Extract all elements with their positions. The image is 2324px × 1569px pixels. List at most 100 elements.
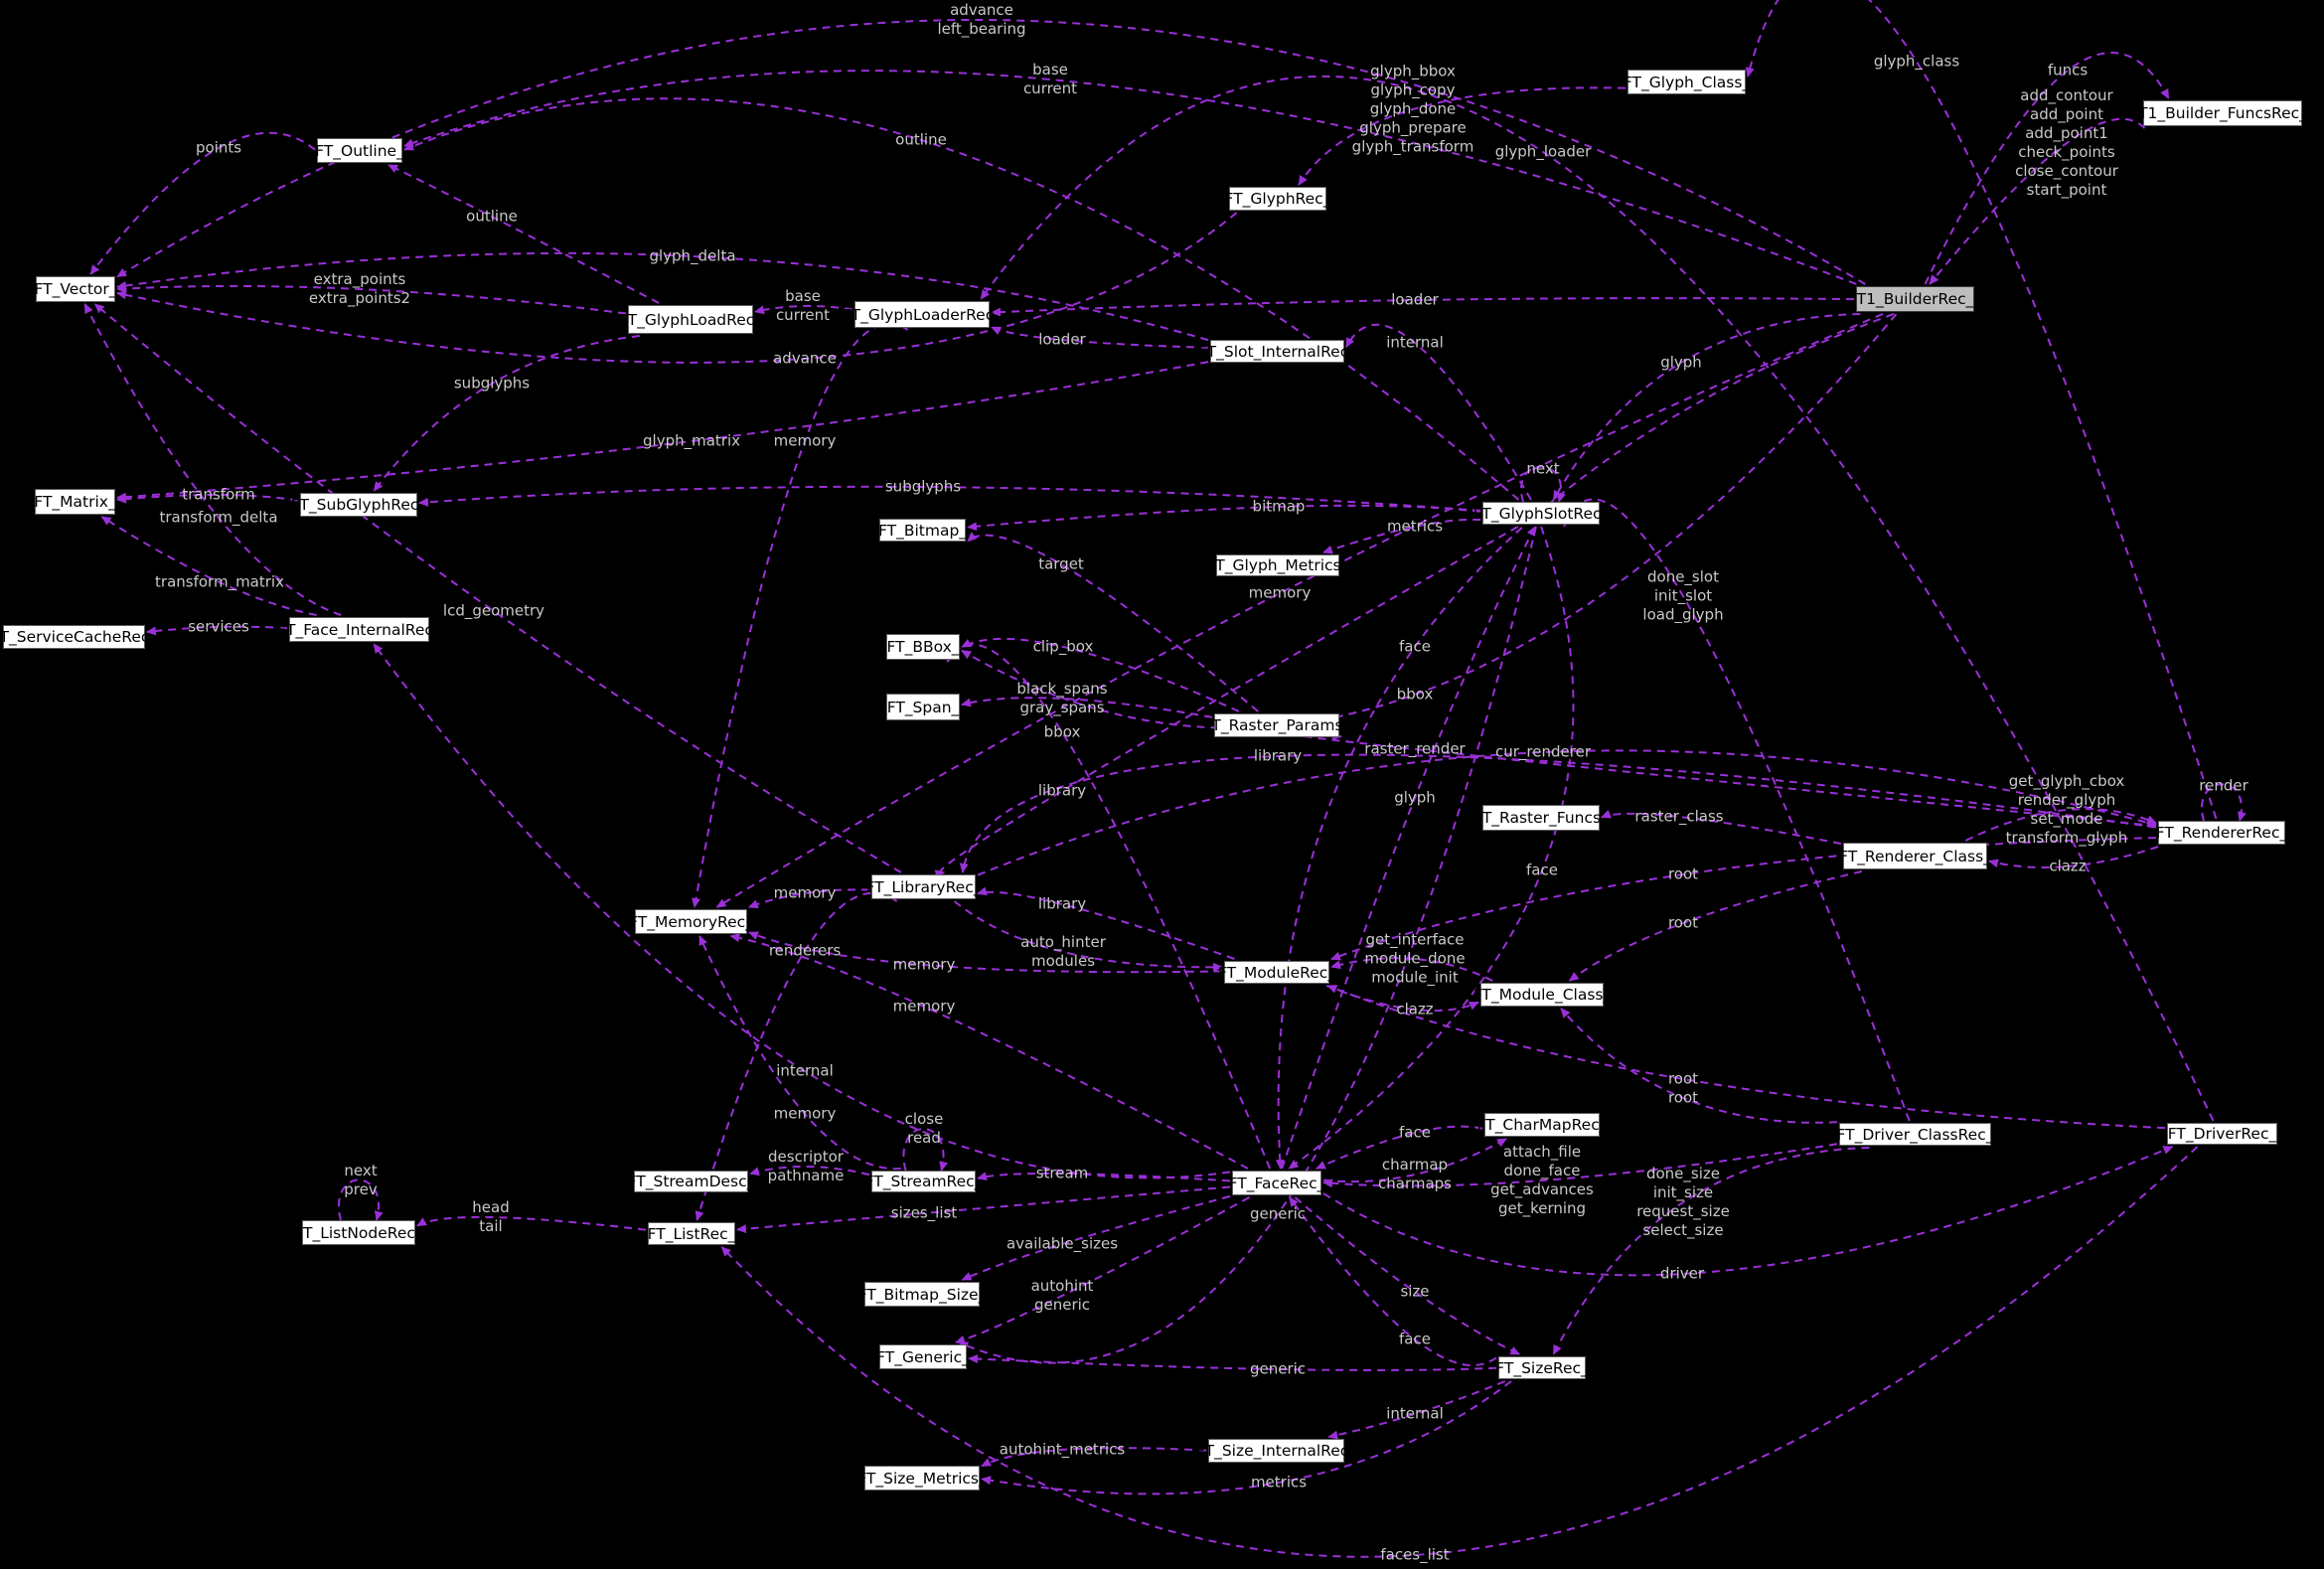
edge-ft_charmaprec-to-ft_facerec: [1315, 1125, 1483, 1170]
edge-ft_outline-to-ft_vector: [89, 131, 316, 275]
node-ft_glyphloaderrec[interactable]: FT_GlyphLoaderRec_: [843, 301, 1002, 328]
edge-ft_subglyphrec-to-ft_matrix: [116, 494, 299, 504]
edge-t1_builderrec-to-ft_glyphloaderrec: [991, 297, 1855, 317]
edge-ft_raster_params-to-ft_span: [961, 697, 1213, 718]
edge-ft_renderer_class-to-ft_raster_funcs: [1601, 810, 1842, 846]
edge-ft_glyph_class-to-ft_glyphrec: [1298, 86, 1627, 186]
edge-t1_builderrec-to-ft_bbox: [961, 313, 1898, 729]
edge-ft_driverrec-to-ft_listrec: [720, 1146, 2199, 1558]
edge-t1_builderrec-to-ft_facerec: [1275, 313, 1895, 1170]
edge-ft_glyphslotrec-to-ft_libraryrec: [934, 526, 1519, 879]
node-ft_raster_funcs[interactable]: FT_Raster_Funcs_: [1473, 805, 1609, 831]
edge-t1_builder_funcsrec-to-t1_builderrec: [1929, 117, 2146, 285]
edge-ft_glyphslotrec-to-ft_outline: [403, 97, 1520, 501]
edge-ft_renderer_class-to-ft_module_class: [1568, 870, 1863, 982]
edge-ft_glyphloaderrec-to-ft_glyphloadrec: [754, 304, 853, 315]
node-ft_servicecacherec[interactable]: FT_ServiceCacheRec_: [0, 625, 157, 649]
edge-ft_facerec-to-ft_bitmap_size: [961, 1194, 1231, 1281]
node-ft_slot_internalrec[interactable]: FT_Slot_InternalRec_: [1198, 340, 1356, 363]
edge-ft_slot_internalrec-to-ft_matrix: [116, 361, 1209, 502]
edge-ft_face_internalrec-to-ft_matrix: [100, 516, 317, 616]
node-ft_renderer_class[interactable]: FT_Renderer_Class_: [1839, 843, 1991, 869]
edge-ft_sizerec-to-ft_generic: [968, 1354, 1497, 1371]
edge-t1_builderrec-to-t1_builder_funcsrec: [1924, 52, 2170, 285]
node-ft_size_metrics[interactable]: FT_Size_Metrics_: [857, 1466, 987, 1491]
edge-t1_builderrec-to-ft_outline: [403, 70, 1857, 285]
edge-ft_rendererrec-to-ft_libraryrec: [959, 753, 2157, 873]
edge-ft_facerec-to-ft_memoryrec: [729, 933, 1249, 1170]
edge-ft_facerec-to-ft_bbox: [946, 643, 1272, 1170]
node-ft_bitmap_size[interactable]: FT_Bitmap_Size_: [858, 1282, 986, 1307]
node-ft_driverrec[interactable]: FT_DriverRec_: [2167, 1123, 2277, 1145]
edge-t1_builderrec-to-ft_glyphslotrec: [1552, 313, 1861, 501]
edge-ft_facerec-to-ft_generic: [955, 1196, 1250, 1344]
edge-ft_glyphloadrec-to-ft_vector: [116, 284, 627, 315]
edge-ft_driverrec-to-ft_modulerec: [1326, 985, 2166, 1130]
edge-ft_glyphslotrec-to-ft_glyph_metrics: [1322, 518, 1481, 554]
edge-ft_modulerec-to-ft_memoryrec: [748, 931, 1223, 974]
node-ft_matrix[interactable]: FT_Matrix_: [34, 489, 116, 515]
edge-ft_streamrec-to-ft_streamrec: [902, 1128, 949, 1172]
edge-ft_renderer_class-to-ft_rendererrec: [1964, 808, 2157, 842]
node-ft_rendererrec[interactable]: FT_RendererRec_: [2156, 821, 2287, 845]
edge-ft_driver_classrec-to-ft_facerec: [1322, 1143, 1838, 1188]
node-ft_generic[interactable]: FT_Generic_: [876, 1344, 970, 1369]
node-ft_bbox[interactable]: FT_BBox_: [886, 634, 960, 660]
node-ft_streamrec[interactable]: FT_StreamRec_: [864, 1171, 983, 1192]
edge-ft_driverrec-to-ft_glyphloaderrec: [980, 75, 2215, 1122]
edge-ft_size_internalrec-to-ft_size_metrics: [981, 1447, 1207, 1468]
node-ft_glyphloadrec[interactable]: FT_GlyphLoadRec_: [619, 305, 762, 334]
edge-ft_sizerec-to-ft_size_internalrec: [1327, 1380, 1506, 1440]
node-ft_raster_params[interactable]: FT_Raster_Params_: [1203, 713, 1350, 737]
edge-ft_glyphrec-to-ft_vector: [116, 212, 1238, 364]
edge-ft_modulerec-to-ft_module_class: [1325, 985, 1479, 1013]
edge-t1_builderrec-to-ft_vector: [116, 19, 1866, 285]
edge-ft_driver_classrec-to-ft_module_class: [1560, 1008, 1838, 1124]
edge-ft_sizerec-to-ft_size_metrics: [981, 1380, 1512, 1495]
node-ft_size_internalrec[interactable]: FT_Size_InternalRec_: [1196, 1439, 1356, 1463]
edge-ft_slot_internalrec-to-ft_vector: [116, 251, 1209, 342]
edge-ft_driver_classrec-to-ft_sizerec: [1552, 1147, 1870, 1355]
node-t1_builder_funcsrec[interactable]: T1_Builder_FuncsRec_: [2138, 100, 2307, 126]
node-ft_facerec[interactable]: FT_FaceRec_: [1229, 1171, 1324, 1195]
node-ft_face_internalrec[interactable]: FT_Face_InternalRec_: [277, 617, 441, 642]
edge-ft_raster_params-to-ft_bbox: [961, 637, 1240, 712]
node-ft_charmaprec[interactable]: FT_CharMapRec_: [1477, 1113, 1608, 1137]
edge-ft_glyphslotrec-to-ft_facerec: [1288, 526, 1575, 1170]
node-ft_bitmap[interactable]: FT_Bitmap_: [878, 519, 967, 542]
node-ft_outline[interactable]: FT_Outline_: [315, 138, 404, 163]
edge-ft_driver_classrec-to-ft_glyphslotrec: [1563, 498, 1911, 1122]
edge-ft_face_internalrec-to-ft_vector: [83, 303, 342, 616]
edge-ft_glyphslotrec-to-ft_slot_internalrec: [1345, 323, 1532, 501]
node-ft_streamdesc[interactable]: FT_StreamDesc_: [627, 1171, 755, 1192]
edge-ft_modulerec-to-ft_libraryrec: [977, 886, 1235, 960]
node-ft_vector[interactable]: FT_Vector_: [35, 276, 117, 302]
node-ft_glyphslotrec[interactable]: FT_GlyphSlotRec_: [1473, 502, 1609, 525]
edge-t1_builderrec-to-ft_memoryrec: [715, 313, 1884, 908]
node-t1_builderrec[interactable]: T1_BuilderRec_: [1856, 286, 1974, 312]
node-ft_modulerec[interactable]: FT_ModuleRec_: [1218, 961, 1335, 984]
edge-ft_rendererrec-to-ft_raster_params: [1289, 731, 2157, 828]
edge-ft_facerec-to-ft_driverrec: [1322, 1146, 2174, 1277]
edge-ft_glyphslotrec-to-ft_generic: [958, 526, 1537, 1364]
edge-ft_facerec-to-ft_listrec: [736, 1185, 1231, 1234]
node-ft_libraryrec[interactable]: FT_LibraryRec_: [866, 874, 981, 899]
node-ft_module_class[interactable]: FT_Module_Class_: [1473, 983, 1611, 1007]
node-ft_sizerec[interactable]: FT_SizeRec_: [1495, 1356, 1589, 1379]
node-ft_glyphrec[interactable]: FT_GlyphRec_: [1225, 187, 1330, 211]
node-ft_listrec[interactable]: FT_ListRec_: [648, 1222, 735, 1245]
node-ft_glyph_metrics[interactable]: FT_Glyph_Metrics_: [1206, 554, 1349, 576]
edge-ft_glyphslotrec-to-ft_glyphslotrec: [1520, 465, 1566, 503]
node-ft_subglyphrec[interactable]: FT_SubGlyphRec_: [291, 493, 426, 517]
edge-ft_facerec-to-ft_glyphslotrec: [1281, 526, 1536, 1170]
edge-ft_rendererrec-to-ft_renderer_class: [1988, 846, 2159, 869]
edge-ft_module_class-to-ft_modulerec: [1330, 957, 1493, 982]
node-ft_glyph_class[interactable]: FT_Glyph_Class_: [1624, 70, 1750, 94]
node-ft_memoryrec[interactable]: FT_MemoryRec_: [629, 909, 753, 934]
edge-ft_libraryrec-to-ft_rendererrec: [977, 749, 2157, 876]
node-ft_span[interactable]: FT_Span_: [886, 694, 960, 720]
edge-ft_glyphslotrec-to-ft_bitmap: [967, 504, 1481, 532]
edge-ft_facerec-to-ft_sizerec: [1294, 1196, 1521, 1355]
node-ft_listnoderec[interactable]: FT_ListNodeRec_: [294, 1220, 423, 1245]
node-ft_driver_classrec[interactable]: FT_Driver_ClassRec_: [1837, 1123, 1993, 1146]
